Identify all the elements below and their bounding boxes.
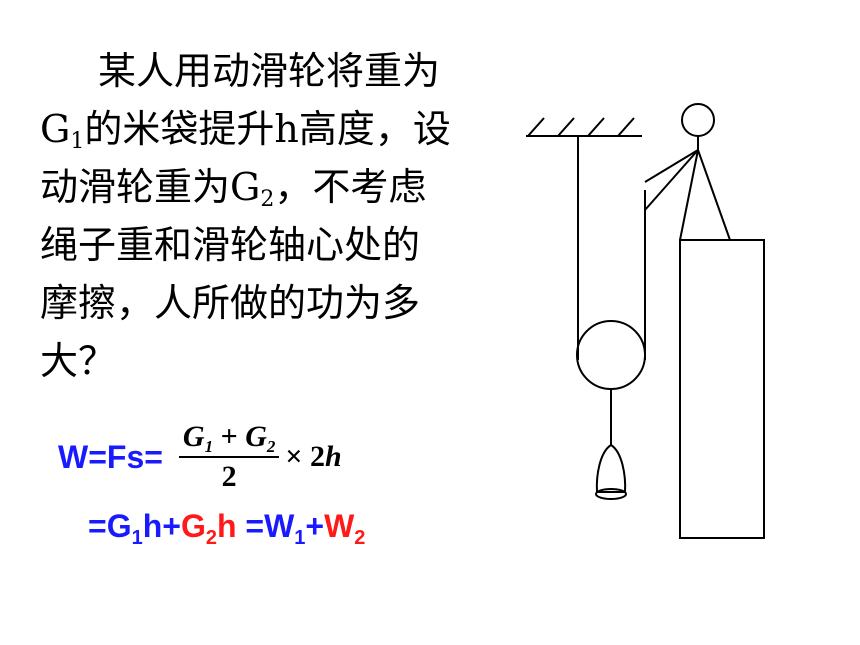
numerator-g1: G: [182, 420, 205, 453]
numerator-g2-sub: 2: [266, 437, 276, 456]
person-arm-lower: [644, 149, 699, 211]
problem-line-2-rest: 的米袋提升h高度，设: [84, 107, 451, 151]
problem-line-1: 某人用动滑轮将重为: [98, 49, 441, 93]
work-formula: W=Fs= G1 + G2 2 × 2h: [58, 412, 342, 502]
expansion-h-plus: h+: [142, 508, 181, 544]
movable-pulley: [576, 320, 646, 390]
problem-text: 某人用动滑轮将重为 G1的米袋提升h高度，设 动滑轮重为G2，不考虑 绳子重和滑…: [40, 42, 500, 390]
g1-symbol: G: [40, 107, 71, 151]
expansion-w2: W: [324, 508, 355, 544]
expansion-w1-sub: 1: [294, 527, 306, 549]
problem-line-6: 大？: [40, 339, 117, 383]
expansion-g2-sub: 2: [205, 527, 217, 549]
fraction-numerator: G1 + G2: [178, 420, 280, 458]
person-leg-left: [679, 149, 699, 241]
work-expansion: =G1h+G2h =W1+W2: [88, 508, 365, 548]
person-head: [681, 103, 715, 137]
work-fraction: G1 + G2 2: [178, 420, 280, 494]
problem-line-2: G1的米袋提升h高度，设: [40, 100, 500, 158]
expansion-g1: =G: [88, 508, 132, 544]
expansion-g2-h: h: [216, 508, 237, 544]
g2-subscript: 2: [260, 187, 275, 212]
problem-line-3-start: 动滑轮重为G: [40, 165, 261, 209]
expansion-w2-sub: 2: [354, 527, 366, 549]
numerator-plus: +: [213, 420, 246, 453]
person-leg-right: [697, 149, 731, 241]
problem-line-3-rest: ，不考虑: [274, 165, 427, 209]
numerator-g2: G: [245, 420, 267, 453]
platform-block: [679, 239, 765, 539]
problem-line-4: 绳子重和滑轮轴心处的: [40, 223, 421, 267]
problem-line-5: 摩擦，人所做的功为多: [40, 281, 421, 325]
ceiling-hatch: [527, 117, 635, 137]
g1-subscript: 1: [70, 129, 85, 154]
rice-bag-bottom: [595, 488, 627, 500]
person-arm-upper: [644, 149, 699, 183]
numerator-g1-sub: 1: [204, 437, 214, 456]
problem-line-3: 动滑轮重为G2，不考虑: [40, 158, 500, 216]
expansion-w1: =W: [236, 508, 295, 544]
pulley-diagram: [526, 103, 765, 539]
work-formula-lhs: W=Fs=: [58, 438, 163, 475]
expansion-plus: +: [305, 508, 325, 544]
expansion-g1-sub: 1: [131, 527, 143, 549]
rice-bag: [595, 443, 627, 493]
factor-two: 2: [302, 440, 325, 473]
times-sign: ×: [285, 440, 303, 473]
times-2h: × 2h: [285, 440, 341, 474]
fraction-denominator: 2: [221, 460, 237, 493]
expansion-g2: G: [180, 508, 206, 544]
factor-h: h: [324, 440, 342, 473]
